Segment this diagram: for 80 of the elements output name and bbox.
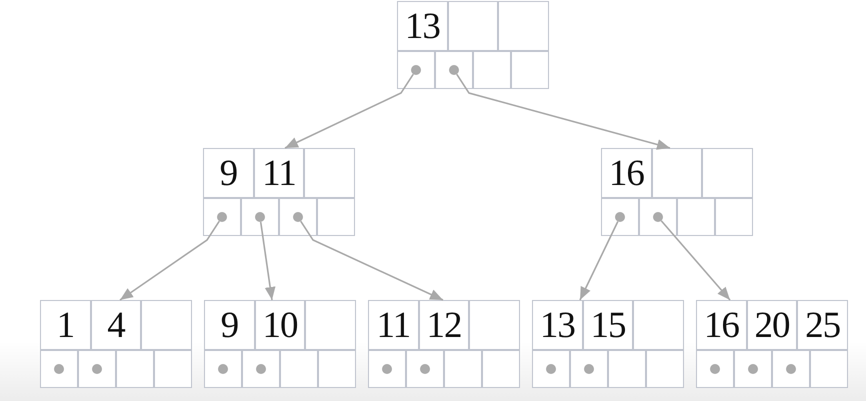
pointer-dot: [92, 364, 102, 374]
pointer-cell: [204, 350, 242, 388]
btree-node: [203, 148, 355, 236]
btree-node: [40, 300, 192, 388]
pointer-cell: [318, 350, 356, 388]
pointer-cell: [368, 350, 406, 388]
pointer-dot: [218, 364, 228, 374]
pointer-cell: [696, 350, 734, 388]
key-cell: 16: [696, 300, 747, 350]
btree-node: [368, 300, 520, 388]
pointer-dot: [255, 212, 265, 222]
pointer-cell: [154, 350, 192, 388]
key-cell: 12: [418, 300, 470, 350]
key-cell: 13: [397, 1, 448, 51]
pointer-arrow: [660, 220, 731, 301]
pointer-dot: [546, 364, 556, 374]
pointer-cell: [280, 350, 318, 388]
pointer-dot: [748, 364, 758, 374]
key-cell: 16: [601, 148, 652, 198]
btree-node: [397, 1, 549, 89]
pointer-dot: [293, 212, 303, 222]
pointer-cell: [78, 350, 116, 388]
pointer-arrow: [120, 220, 220, 301]
pointer-cell: [677, 198, 715, 236]
pointer-cell: [482, 350, 520, 388]
pointer-dot: [54, 364, 64, 374]
btree-node: [696, 300, 848, 388]
pointer-cell: [608, 350, 646, 388]
pointer-cell: [406, 350, 444, 388]
key-cell: 9: [203, 148, 254, 198]
pointer-cell: [810, 350, 848, 388]
key-cell: 25: [797, 300, 848, 350]
pointer-cell: [570, 350, 608, 388]
pointer-dot: [710, 364, 720, 374]
pointer-dot: [786, 364, 796, 374]
key-cell: 4: [90, 300, 142, 350]
key-cell: 11: [368, 300, 419, 350]
btree-node: [204, 300, 356, 388]
pointer-cell: [715, 198, 753, 236]
pointer-dot: [615, 212, 625, 222]
pointer-cell: [435, 51, 473, 89]
key-cell: 20: [746, 300, 798, 350]
pointer-cell: [241, 198, 279, 236]
pointer-cell: [473, 51, 511, 89]
pointer-cell: [601, 198, 639, 236]
pointer-dot: [217, 212, 227, 222]
key-cell: 13: [532, 300, 583, 350]
btree-node: [532, 300, 684, 388]
key-cell: 1: [40, 300, 91, 350]
key-cell: 15: [582, 300, 634, 350]
btree-node: [601, 148, 753, 236]
pointer-cell: [203, 198, 241, 236]
pointer-dot: [584, 364, 594, 374]
pointer-dot: [449, 65, 459, 75]
pointer-dot: [653, 212, 663, 222]
pointer-cell: [639, 198, 677, 236]
pointer-dot: [382, 364, 392, 374]
pointer-cell: [279, 198, 317, 236]
pointer-cell: [40, 350, 78, 388]
pointer-cell: [646, 350, 684, 388]
key-cell: 9: [204, 300, 255, 350]
key-cell: 11: [254, 148, 304, 198]
pointer-cell: [772, 350, 810, 388]
pointer-cell: [511, 51, 549, 89]
pointer-cell: [397, 51, 435, 89]
pointer-cell: [317, 198, 355, 236]
pointer-cell: [734, 350, 772, 388]
pointer-arrow: [300, 220, 444, 301]
pointer-cell: [242, 350, 280, 388]
pointer-dot: [256, 364, 266, 374]
key-cell: 10: [254, 300, 306, 350]
pointer-dot: [420, 364, 430, 374]
pointer-cell: [532, 350, 570, 388]
pointer-arrow: [579, 221, 619, 300]
pointer-arrow: [456, 74, 670, 150]
pointer-cell: [444, 350, 482, 388]
pointer-dot: [411, 65, 421, 75]
pointer-arrow: [284, 74, 414, 149]
pointer-cell: [116, 350, 154, 388]
pointer-arrow: [260, 222, 276, 300]
